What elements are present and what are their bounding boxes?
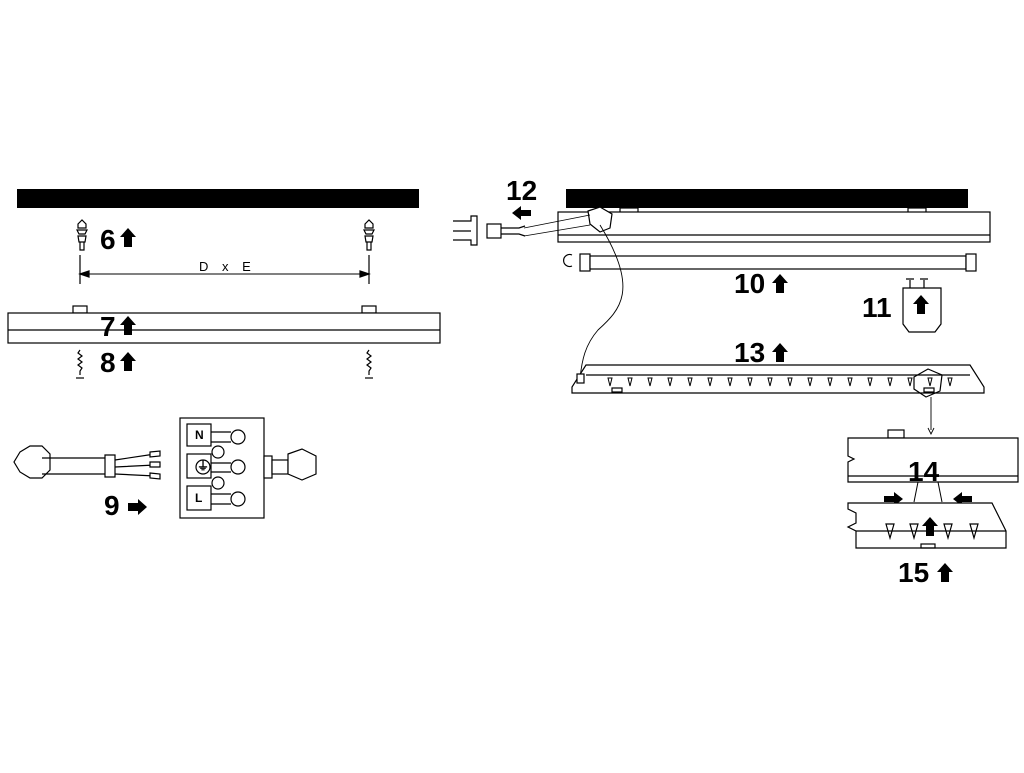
step-label-6: 6	[100, 224, 116, 255]
arrow-left-icon	[512, 206, 531, 220]
arrow-up-icon	[120, 352, 136, 371]
wall-plug-left	[76, 219, 88, 251]
luminaire-body-left	[7, 305, 441, 344]
ceiling-left	[17, 189, 419, 208]
screw-left	[76, 349, 84, 379]
step-label-10: 10	[734, 268, 766, 299]
arrow-up-icon	[772, 274, 788, 293]
dimension-line	[78, 255, 371, 284]
power-cable	[13, 445, 161, 480]
arrow-right-icon	[128, 499, 147, 515]
step-label-15: 15	[898, 557, 930, 588]
arrow-up-icon	[772, 343, 788, 362]
terminal-block	[179, 417, 317, 519]
luminaire-body-right	[557, 206, 991, 243]
dimension-label: D x E	[199, 259, 256, 274]
step-label-7: 7	[100, 311, 116, 342]
arrow-up-icon	[913, 295, 929, 314]
step-label-13: 13	[734, 337, 766, 368]
arrow-up-icon	[120, 316, 136, 335]
terminal-mark-l: L	[195, 491, 203, 505]
step-label-12: 12	[506, 175, 538, 206]
arrow-up-icon	[120, 228, 136, 247]
ceiling-right	[566, 189, 968, 208]
terminal-mark-n: N	[195, 428, 204, 442]
fluorescent-tube	[563, 253, 977, 272]
step-label-11: 11	[862, 292, 892, 323]
step-label-8: 8	[100, 347, 116, 378]
step-label-14: 14	[908, 456, 940, 487]
step-label-9: 9	[104, 490, 120, 521]
wall-plug-right	[363, 219, 375, 251]
arrow-up-icon	[937, 563, 953, 582]
connector-detail	[453, 214, 591, 246]
arrow-up-icon	[922, 517, 938, 536]
earth-icon: ⏚	[197, 459, 210, 473]
screw-right	[365, 349, 373, 379]
reflector	[571, 364, 985, 398]
connection-wire	[579, 224, 624, 379]
detail-leader	[927, 397, 935, 436]
detail-body	[847, 429, 1019, 503]
